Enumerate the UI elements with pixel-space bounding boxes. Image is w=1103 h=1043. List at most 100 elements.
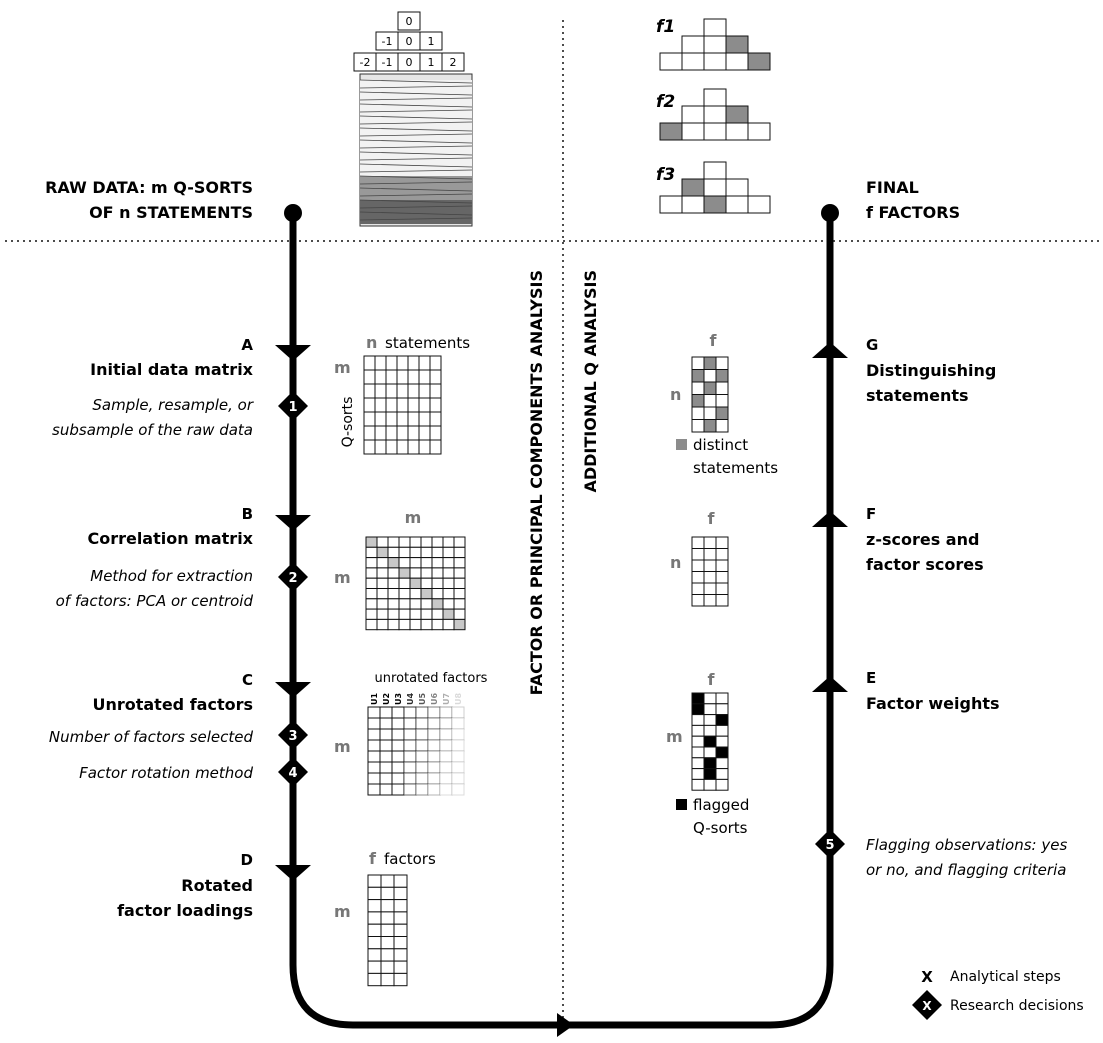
qsort-sheet-edge	[359, 121, 473, 125]
matrix-a-cell	[418, 397, 431, 413]
arrow-g	[812, 342, 848, 358]
matrix-e-cell	[715, 724, 729, 737]
decision-4-text: Factor rotation method	[79, 764, 253, 782]
matrix-f-row-letter: n	[670, 553, 681, 572]
matrix-c-cell	[439, 739, 453, 752]
matrix-b-cell	[376, 588, 389, 600]
matrix-b-cell	[442, 577, 455, 590]
matrix-c-cell	[427, 728, 441, 741]
matrix-c-cell	[451, 761, 465, 774]
matrix-b-cell	[431, 618, 444, 631]
matrix-b-cell	[420, 608, 433, 620]
step-a-letter: A	[241, 336, 253, 354]
factor-array-cell	[659, 195, 683, 214]
matrix-a-cell	[374, 383, 387, 399]
step-f-title-2: factor scores	[866, 555, 984, 574]
flagged-legend-line-1: flagged	[693, 796, 749, 814]
matrix-weights: f m flagged Q-sorts	[666, 670, 749, 837]
matrix-b-cell	[365, 608, 378, 620]
matrix-b-cell	[398, 598, 411, 610]
qsort-sheet-edge	[359, 145, 473, 149]
matrix-b-cell	[442, 546, 455, 559]
matrix-d-cell	[393, 960, 408, 974]
distribution-value: 2	[450, 56, 457, 69]
matrix-a-cell	[363, 355, 376, 371]
qsort-sheet	[360, 194, 472, 200]
matrix-b-cell	[453, 608, 466, 620]
matrix-b-cell	[442, 608, 455, 620]
matrix-c-cell	[391, 761, 405, 774]
matrix-g-cell	[703, 419, 717, 433]
qsort-sheet	[360, 110, 472, 116]
distribution-cell	[419, 31, 443, 51]
matrix-c-cell	[403, 717, 417, 730]
matrix-b-cell	[398, 536, 411, 548]
factor-array-cell	[703, 105, 727, 124]
step-d-title-1: Rotated	[181, 876, 253, 895]
matrix-b-cell	[409, 557, 422, 569]
factor-array-cell	[747, 122, 771, 141]
matrix-a-cell	[374, 425, 387, 441]
matrix-a-cell	[407, 383, 420, 399]
qsort-sheet	[360, 146, 472, 152]
matrix-a-cell	[374, 439, 387, 455]
arrow-f	[812, 511, 848, 527]
decision-5-text-2: or no, and flagging criteria	[866, 861, 1066, 879]
matrix-f-cell	[703, 548, 717, 561]
matrix-c-title: unrotated factors	[375, 671, 488, 686]
matrix-c-cell	[379, 717, 393, 730]
matrix-d-cell	[380, 899, 395, 913]
matrix-b-cell	[453, 598, 466, 610]
factor-array-cell	[725, 122, 749, 141]
decision-3-text: Number of factors selected	[49, 728, 254, 746]
matrix-b-cell	[431, 598, 444, 610]
matrix-b-cell	[409, 618, 422, 631]
matrix-b-cell	[365, 577, 378, 590]
matrix-a-cell	[429, 439, 442, 455]
matrix-e-cell	[715, 735, 729, 748]
matrix-a-row-letter: m	[334, 358, 351, 377]
qsort-sheet-edge	[359, 109, 473, 113]
matrix-c-cell	[415, 772, 429, 785]
matrix-a-cell	[363, 369, 376, 385]
matrix-c-cell	[367, 750, 381, 763]
matrix-b-cell	[365, 536, 378, 548]
matrix-c-cell	[451, 706, 465, 719]
left-section-label: FACTOR OR PRINCIPAL COMPONENTS ANALYSIS	[527, 270, 546, 695]
matrix-d-col-letter: f	[369, 849, 377, 868]
matrix-b-cell	[453, 577, 466, 590]
qsort-sheet-edge	[359, 211, 473, 216]
factor-array-cell	[747, 195, 771, 214]
final-line-1: FINAL	[866, 178, 919, 197]
matrix-b-cell	[387, 598, 400, 610]
matrix-c-cell	[367, 706, 381, 719]
matrix-b-cell	[442, 618, 455, 631]
right-section-label: ADDITIONAL Q ANALYSIS	[581, 270, 600, 493]
matrix-f-cell	[715, 548, 729, 561]
arrow-b	[275, 515, 311, 531]
matrix-c-cell	[427, 761, 441, 774]
matrix-a-row-word: Q-sorts	[340, 397, 356, 448]
matrix-a-cell	[363, 439, 376, 455]
matrix-c-cell	[367, 728, 381, 741]
matrix-b-cell	[453, 588, 466, 600]
matrix-d-cell	[380, 948, 395, 962]
matrix-a-cell	[363, 383, 376, 399]
unrotated-factor-label: U5	[418, 693, 427, 705]
factor-array-cell	[703, 161, 727, 180]
raw-data-line-2: OF n STATEMENTS	[89, 203, 253, 222]
qsort-sheet-edge	[359, 139, 473, 144]
matrix-c-cell	[439, 761, 453, 774]
matrix-f-cell	[703, 594, 717, 607]
matrix-b-cell	[420, 598, 433, 610]
matrix-e-cell	[703, 778, 717, 791]
matrix-a-cell	[418, 439, 431, 455]
matrix-f-cell	[715, 594, 729, 607]
matrix-a-cell	[396, 425, 409, 441]
matrix-c-cell	[379, 772, 393, 785]
decision-1-text-1: Sample, resample, or	[92, 396, 253, 414]
matrix-c-cell	[367, 772, 381, 785]
matrix-g-cell	[715, 356, 729, 370]
matrix-b-cell	[409, 546, 422, 559]
matrix-g-cell	[691, 356, 705, 370]
